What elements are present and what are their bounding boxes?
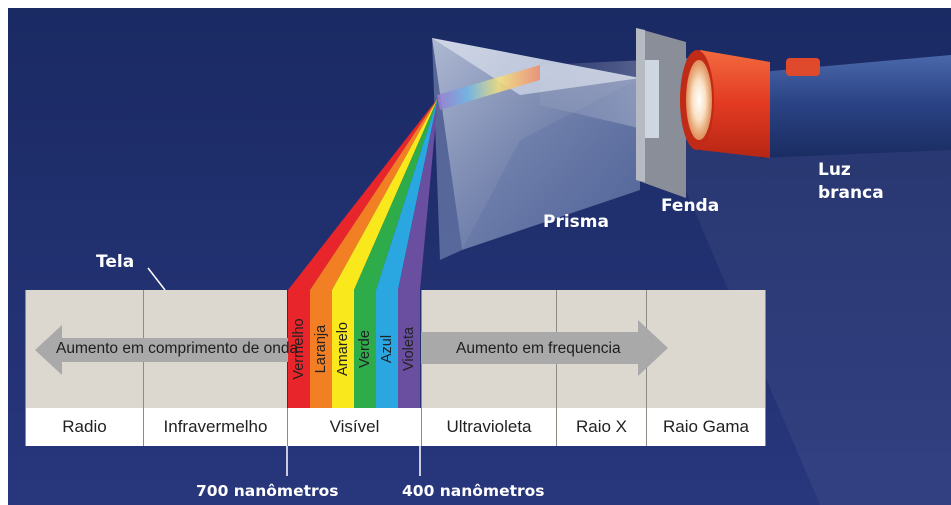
band-green-label: Verde	[357, 330, 373, 368]
flashlight	[680, 50, 951, 158]
white-light-label-line2: branca	[818, 183, 884, 203]
slit-label: Fenda	[661, 196, 720, 216]
band-blue-label: Azul	[379, 334, 395, 364]
light-spectrum-rays	[288, 98, 438, 290]
wavelength-700-label: 700 nanômetros	[196, 482, 339, 500]
region-xray: Raio X	[556, 408, 646, 446]
screen-pointer-line	[147, 267, 166, 291]
white-light-label-line1: Luz	[818, 160, 851, 180]
screen-label: Tela	[96, 252, 135, 272]
band-yellow-label: Amarelo	[335, 322, 351, 376]
region-radio: Radio	[25, 408, 143, 446]
band-violet: Violeta	[398, 290, 420, 408]
prism-label: Prisma	[543, 212, 609, 232]
band-orange: Laranja	[310, 290, 332, 408]
band-yellow: Amarelo	[332, 290, 354, 408]
region-gamma-area	[646, 290, 766, 408]
region-infrared: Infravermelho	[143, 408, 287, 446]
slit-plate	[636, 28, 686, 198]
light-cone	[660, 130, 951, 505]
right-arrow-label: Aumento em frequencia	[456, 340, 621, 357]
band-green: Verde	[354, 290, 376, 408]
region-ultraviolet: Ultravioleta	[421, 408, 556, 446]
band-orange-label: Laranja	[313, 324, 329, 374]
band-blue: Azul	[376, 290, 398, 408]
region-visible: Visível	[287, 408, 421, 446]
left-arrow-label: Aumento em comprimento de onda	[56, 340, 299, 357]
band-violet-label: Violeta	[401, 326, 417, 372]
wavelength-400-label: 400 nanômetros	[402, 482, 545, 500]
region-gamma: Raio Gama	[646, 408, 766, 446]
band-red: Vermelho	[288, 290, 310, 408]
